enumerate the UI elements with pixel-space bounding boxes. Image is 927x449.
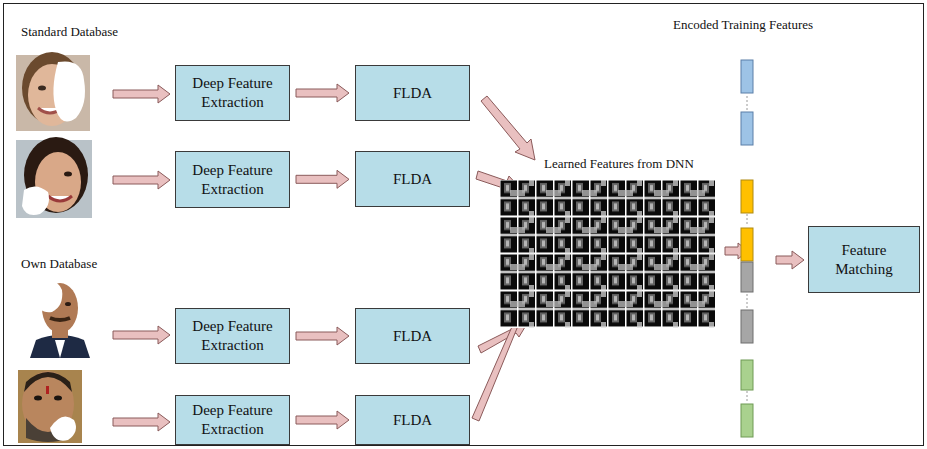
caption-label: Own Database (20, 256, 98, 272)
caption-label: Learned Features from DNN (543, 156, 695, 172)
process-box: FLDA (355, 65, 470, 121)
face-image (30, 278, 90, 358)
block-arrow (113, 85, 170, 431)
face-image (16, 137, 92, 218)
box-text: FLDA (393, 327, 432, 346)
process-box: FLDA (355, 395, 470, 445)
box-text: Deep Feature Extraction (182, 161, 283, 199)
process-box: Deep Feature Extraction (175, 65, 290, 121)
block-arrow (296, 327, 349, 345)
caption-label: Standard Database (20, 24, 119, 40)
block-arrow (296, 84, 349, 102)
caption-label: Encoded Training Features (672, 17, 814, 33)
box-text: FLDA (393, 84, 432, 103)
box-text: FLDA (393, 170, 432, 189)
box-text: Feature Matching (815, 241, 913, 279)
box-text: Deep Feature Extraction (182, 317, 283, 355)
encoded-feature-bars (741, 60, 753, 437)
frame-border (4, 4, 924, 446)
face-image (18, 370, 82, 443)
box-text: FLDA (393, 411, 432, 430)
process-box: Deep Feature Extraction (175, 308, 290, 364)
box-text: Deep Feature Extraction (182, 74, 283, 112)
process-box: Deep Feature Extraction (175, 151, 290, 208)
feature-grid (500, 180, 716, 328)
process-box: FLDA (355, 151, 470, 207)
process-box: FLDA (355, 308, 470, 364)
block-arrow (776, 251, 804, 269)
process-box: Deep Feature Extraction (175, 395, 290, 445)
block-arrow (296, 170, 349, 188)
box-text: Deep Feature Extraction (182, 401, 283, 439)
block-arrow (296, 411, 349, 429)
face-image (16, 52, 90, 131)
process-box: Feature Matching (808, 226, 920, 293)
